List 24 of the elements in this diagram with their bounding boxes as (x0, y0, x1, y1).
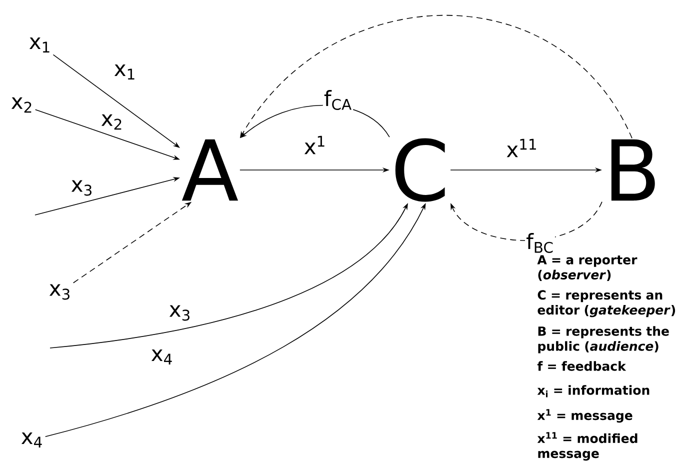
legend-note: B = represents the public (audience) (538, 326, 669, 354)
variable-label: x$_{2}$ (11, 97, 32, 113)
variable-label: x$_{1}$ (29, 37, 50, 53)
edge-label: x$_{3}$ (168, 304, 192, 322)
legend-note: x$_{i}$ = information (537, 385, 650, 398)
node-letter: A (182, 139, 238, 201)
edge-label: f$_{CA}$ (322, 89, 354, 111)
edge-label: x$_{3}$ (70, 179, 94, 197)
variable-label: x$_{3}$ (49, 284, 70, 300)
legend-note: C = represents an editor (gatekeeper) (538, 290, 676, 318)
legend-note: x$^{1}$ = message (537, 409, 632, 423)
legend-note: x$^{11}$ = modified message (537, 432, 638, 461)
node-letter: B (611, 139, 655, 201)
variable-label: x$_{4}$ (21, 432, 42, 448)
arrow (450, 201, 602, 241)
edge-label: f$_{BC}$ (525, 232, 555, 254)
legend-note: f = feedback (537, 361, 626, 371)
edge-label: x$_{1}$ (112, 63, 138, 81)
edge-label: x$_{2}$ (100, 113, 124, 131)
legend-note: A = a reporter (observer) (537, 255, 638, 281)
node-letter: C (395, 138, 445, 202)
edge-label: x$^{11}$ (505, 138, 539, 158)
edge-label: x$^{1}$ (302, 134, 328, 156)
edge-label: x$_{4}$ (150, 348, 174, 366)
